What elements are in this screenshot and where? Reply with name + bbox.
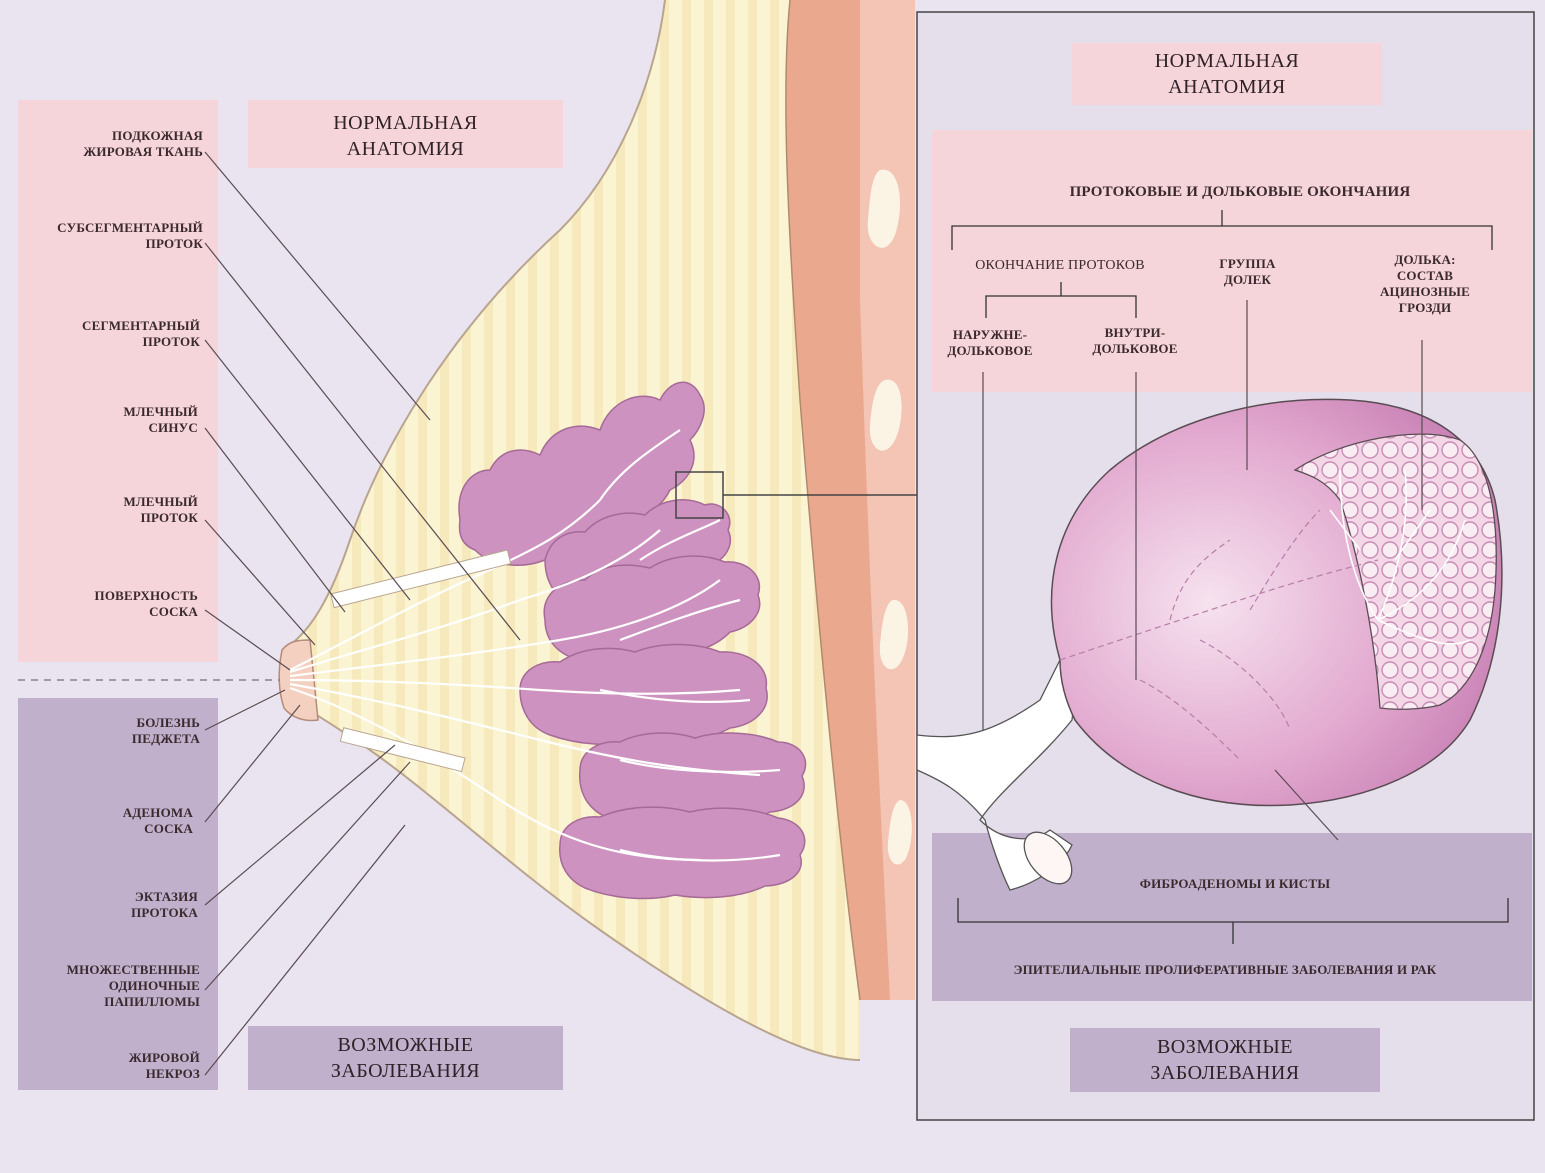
label-line: МНОЖЕСТВЕННЫЕ <box>30 962 200 978</box>
label-line: ДОЛЬКОВОЕ <box>935 343 1045 359</box>
label-line: ПАПИЛЛОМЫ <box>30 994 200 1010</box>
label-line: ВНУТРИ- <box>1080 325 1190 341</box>
label-line: СОСТАВ <box>1365 268 1485 284</box>
right-normal-title-line1: НОРМАЛЬНАЯ <box>1072 48 1382 74</box>
label-line: ОДИНОЧНЫЕ <box>30 978 200 994</box>
label-nipple-surface: ПОВЕРХНОСТЬ СОСКА <box>30 588 198 620</box>
label-line: ЭКТАЗИЯ <box>30 889 198 905</box>
label-line: ПРОТОК <box>30 236 203 252</box>
left-normal-title: НОРМАЛЬНАЯ АНАТОМИЯ <box>248 110 563 162</box>
left-disease-title: ВОЗМОЖНЫЕ ЗАБОЛЕВАНИЯ <box>248 1032 563 1084</box>
label-line: МЛЕЧНЫЙ <box>30 494 198 510</box>
label-line: АЦИНОЗНЫЕ <box>1365 284 1485 300</box>
label-segmental-duct: СЕГМЕНТАРНЫЙ ПРОТОК <box>30 318 200 350</box>
label-line: ПРОТОК <box>30 334 200 350</box>
label-line: НАРУЖНЕ- <box>935 327 1045 343</box>
epithelial-label: ЭПИТЕЛИАЛЬНЫЕ ПРОЛИФЕРАТИВНЫЕ ЗАБОЛЕВАНИ… <box>940 962 1510 978</box>
left-disease-title-line2: ЗАБОЛЕВАНИЯ <box>248 1058 563 1084</box>
label-line: ГРУППА <box>1200 256 1295 272</box>
lobule-group-label: ГРУППА ДОЛЕК <box>1200 256 1295 288</box>
lobe-lower-2 <box>560 807 805 898</box>
label-lactiferous-duct: МЛЕЧНЫЙ ПРОТОК <box>30 494 198 526</box>
label-line: ДОЛЬКОВОЕ <box>1080 341 1190 357</box>
label-line: ПОВЕРХНОСТЬ <box>30 588 198 604</box>
label-papillomas: МНОЖЕСТВЕННЫЕ ОДИНОЧНЫЕ ПАПИЛЛОМЫ <box>30 962 200 1010</box>
right-disease-title: ВОЗМОЖНЫЕ ЗАБОЛЕВАНИЯ <box>1070 1034 1380 1086</box>
label-line: ПОДКОЖНАЯ <box>30 128 203 144</box>
label-fat-necrosis: ЖИРОВОЙ НЕКРОЗ <box>30 1050 200 1082</box>
label-line: ЖИРОВОЙ <box>30 1050 200 1066</box>
terminals-heading: ПРОТОКОВЫЕ И ДОЛЬКОВЫЕ ОКОНЧАНИЯ <box>1000 184 1480 200</box>
label-line: СОСКА <box>30 604 198 620</box>
extralobular-label: НАРУЖНЕ- ДОЛЬКОВОЕ <box>935 327 1045 359</box>
left-disease-title-line1: ВОЗМОЖНЫЕ <box>248 1032 563 1058</box>
label-line: СИНУС <box>30 420 198 436</box>
label-line: ПЕДЖЕТА <box>30 731 200 747</box>
right-normal-title-line2: АНАТОМИЯ <box>1072 74 1382 100</box>
right-normal-title: НОРМАЛЬНАЯ АНАТОМИЯ <box>1072 48 1382 100</box>
label-line: АДЕНОМА <box>30 805 193 821</box>
label-line: ГРОЗДИ <box>1365 300 1485 316</box>
label-line: СУБСЕГМЕНТАРНЫЙ <box>30 220 203 236</box>
right-disease-title-line2: ЗАБОЛЕВАНИЯ <box>1070 1060 1380 1086</box>
right-disease-title-line1: ВОЗМОЖНЫЕ <box>1070 1034 1380 1060</box>
left-normal-title-line2: АНАТОМИЯ <box>248 136 563 162</box>
fibroadenoma-label: ФИБРОАДЕНОМЫ И КИСТЫ <box>1060 876 1410 892</box>
label-line: МЛЕЧНЫЙ <box>30 404 198 420</box>
label-paget-disease: БОЛЕЗНЬ ПЕДЖЕТА <box>30 715 200 747</box>
label-line: ДОЛЬКА: <box>1365 252 1485 268</box>
label-line: ЖИРОВАЯ ТКАНЬ <box>30 144 203 160</box>
intralobular-label: ВНУТРИ- ДОЛЬКОВОЕ <box>1080 325 1190 357</box>
label-duct-ectasia: ЭКТАЗИЯ ПРОТОКА <box>30 889 198 921</box>
label-subsegmental-duct: СУБСЕГМЕНТАРНЫЙ ПРОТОК <box>30 220 203 252</box>
label-lactiferous-sinus: МЛЕЧНЫЙ СИНУС <box>30 404 198 436</box>
label-nipple-adenoma: АДЕНОМА СОСКА <box>30 805 193 837</box>
duct-endings-label: ОКОНЧАНИЕ ПРОТОКОВ <box>945 258 1175 274</box>
label-line: НЕКРОЗ <box>30 1066 200 1082</box>
label-line: БОЛЕЗНЬ <box>30 715 200 731</box>
label-line: ПРОТОКА <box>30 905 198 921</box>
label-subcutaneous-fat: ПОДКОЖНАЯ ЖИРОВАЯ ТКАНЬ <box>30 128 203 160</box>
label-line: СЕГМЕНТАРНЫЙ <box>30 318 200 334</box>
label-line: ПРОТОК <box>30 510 198 526</box>
label-line: ДОЛЕК <box>1200 272 1295 288</box>
left-normal-title-line1: НОРМАЛЬНАЯ <box>248 110 563 136</box>
label-line: СОСКА <box>30 821 193 837</box>
lobule-label: ДОЛЬКА: СОСТАВ АЦИНОЗНЫЕ ГРОЗДИ <box>1365 252 1485 316</box>
